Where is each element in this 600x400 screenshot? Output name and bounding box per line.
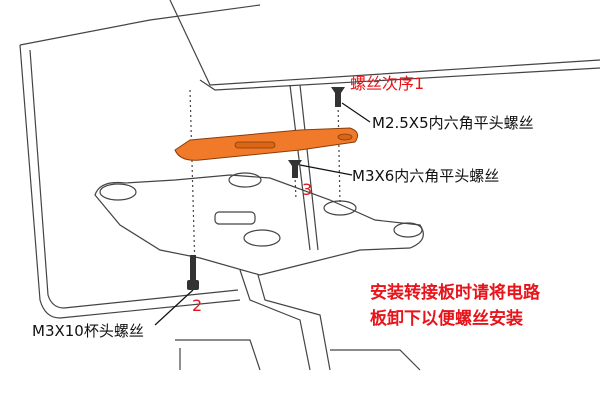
screw-3-head [288,160,302,166]
gimbal-body [94,174,424,276]
screw-1-label: M2.5X5内六角平头螺丝 [372,114,534,132]
screw-3-label: M3X6内六角平头螺丝 [352,167,500,185]
screw-2-number: 2 [192,296,203,315]
frame-outline [19,44,241,319]
screw-3-number: 3 [302,180,313,199]
screw-1-head [331,87,345,93]
screw-2-shaft [190,255,196,280]
screws [187,87,345,290]
note-line-2: 板卸下以便螺丝安装 [370,309,523,329]
note-line-1: 安装转接板时请将电路 [370,283,540,303]
screw-order-title: 螺丝次序1 [350,74,425,93]
screw-2-label: M3X10杯头螺丝 [32,322,144,340]
